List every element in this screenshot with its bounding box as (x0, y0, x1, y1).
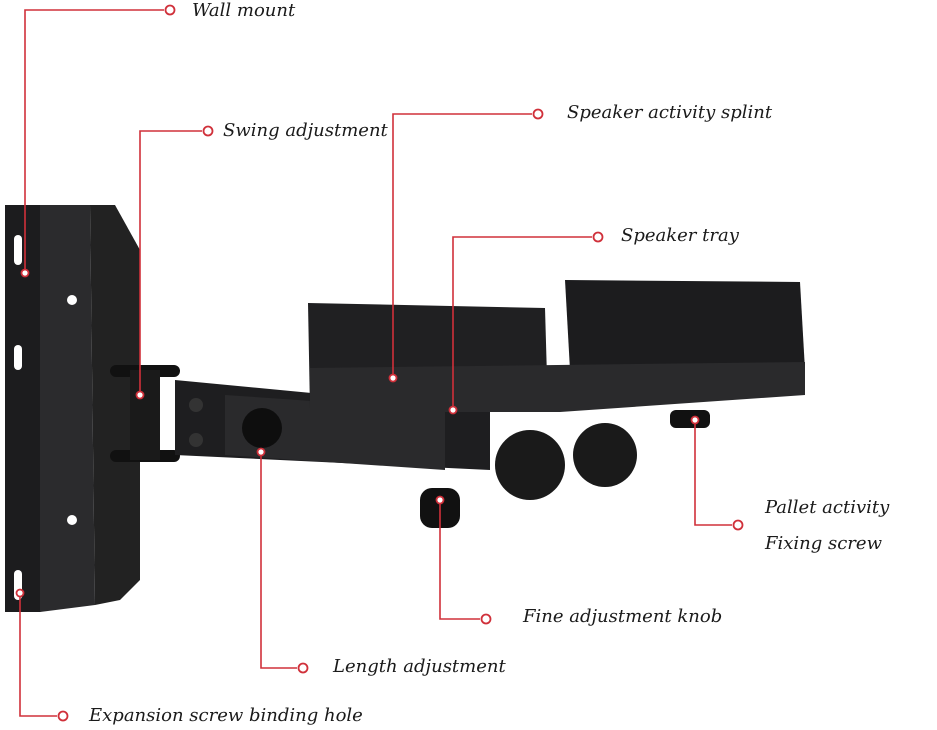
label-speaker-activity-splint: Speaker activity splint (567, 102, 773, 123)
callout-circles (15, 4, 744, 722)
speaker-tray (308, 280, 805, 528)
label-fine-adjustment-knob: Fine adjustment knob (523, 606, 723, 627)
leader-lines (19, 9, 732, 717)
label-expansion-screw-binding-hole: Expansion screw binding hole (89, 705, 363, 726)
label-length-adjustment: Length adjustment (333, 656, 506, 677)
label-speaker-tray: Speaker tray (621, 225, 739, 246)
label-wall-mount: Wall mount (192, 0, 296, 21)
wall-plate (5, 205, 140, 612)
label-pallet-activity: Pallet activity (765, 497, 890, 518)
label-fixing-screw: Fixing screw (765, 533, 882, 554)
label-swing-adjustment: Swing adjustment (223, 120, 388, 141)
